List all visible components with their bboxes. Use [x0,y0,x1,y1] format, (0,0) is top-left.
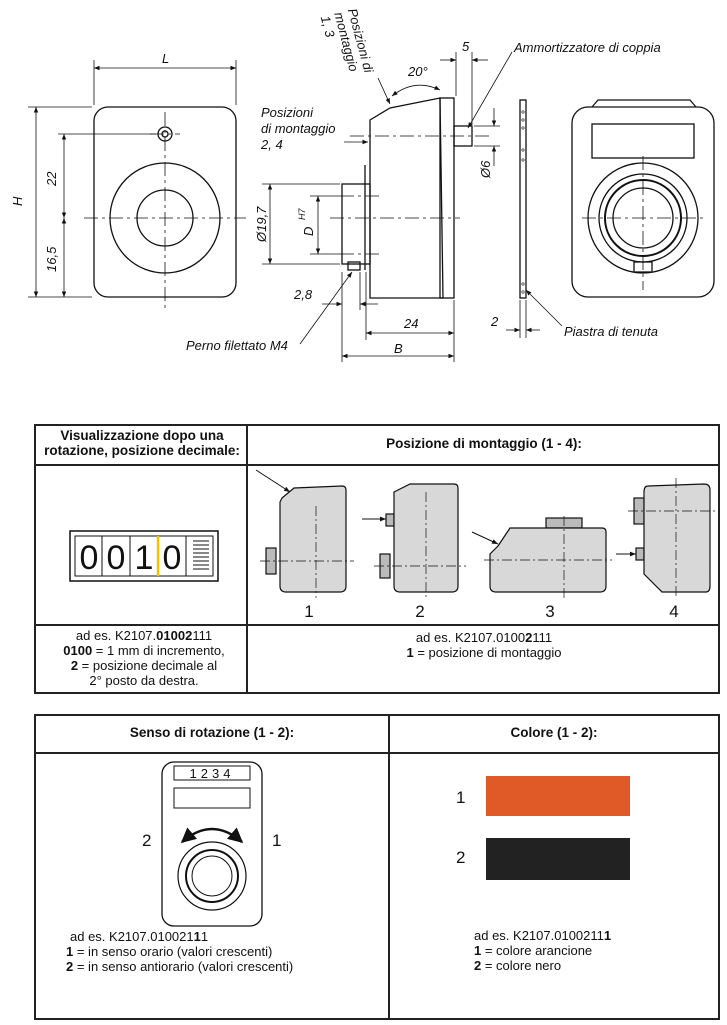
color-header: Colore (1 - 2): [510,725,598,740]
label-H: H [10,196,25,206]
position-4-shape [616,483,711,593]
display-header: Visualizzazione dopo una rotazione, posi… [44,428,240,458]
rotation-note: ad es. K2107.01002111 1 = in senso orari… [66,929,294,974]
posizioni-24-line1: Posizioni [261,105,314,120]
front-view-with-display [571,99,715,298]
dim-16-5: 16,5 [44,246,59,272]
counter-digit-4: 0 [163,539,182,577]
color-num-2: 2 [456,848,466,867]
angle-20: 20° [407,64,428,79]
dim-2: 2 [490,314,499,329]
label-L: L [162,51,169,66]
perno-label: Perno filettato M4 [186,338,288,353]
front-view [28,60,246,312]
position-2-shape [362,483,459,593]
position-3-shape [471,517,607,593]
table-rotation-color: Senso di rotazione (1 - 2): Colore (1 - … [34,714,720,1020]
dim-22: 22 [44,171,59,187]
position-label-4: 4 [669,602,678,621]
display-note: ad es. K2107.01002111 0100 = 1 mm di inc… [63,628,225,688]
counter-digit-1: 0 [80,539,99,577]
dial-digits: 1234 [190,766,235,781]
dim-6: Ø6 [478,160,493,179]
dim-D: D [301,227,316,236]
posizioni-24-line3: 2, 4 [260,137,283,152]
dim-D-tolerance: H7 [297,208,307,220]
position-label-1: 1 [304,602,313,621]
swatch-orange [486,776,630,816]
color-num-1: 1 [456,788,466,807]
counter-display: 0 0 1 0 [69,530,219,582]
piastra-label: Piastra di tenuta [564,324,658,339]
side-view [262,51,513,362]
swatch-black [486,838,630,880]
dim-19-7: Ø19,7 [254,206,269,243]
counter-digit-3: 1 [135,539,154,577]
direction-1-label: 1 [272,831,281,850]
mounting-header: Posizione di montaggio (1 - 4): [386,436,582,451]
dim-2-8: 2,8 [293,287,313,302]
dim-5: 5 [462,39,470,54]
color-note: ad es. K2107.01002111 1 = colore arancio… [474,928,612,973]
table-display-mounting: Visualizzazione dopo una rotazione, posi… [34,424,720,694]
position-label-3: 3 [545,602,554,621]
mounting-note: ad es. K2107.01002111 1 = posizione di m… [406,630,562,660]
dim-24: 24 [403,316,418,331]
dim-B: B [394,341,403,356]
counter-digit-2: 0 [107,539,126,577]
posizioni-13-line3: 1, 3 [318,14,338,40]
position-1-shape [255,469,347,593]
posizioni-24-line2: di montaggio [261,121,335,136]
rotation-diagram: 1234 2 1 [142,761,281,927]
rotation-header: Senso di rotazione (1 - 2): [129,725,295,740]
position-label-2: 2 [415,602,424,621]
direction-2-label: 2 [142,831,151,850]
technical-drawing: L H 22 16,5 Posizioni di montaggio 1, 3 … [10,7,715,362]
ammortizzatore-label: Ammortizzatore di coppia [513,40,661,55]
mounting-positions: 1 2 3 4 [255,469,716,621]
seal-plate [506,99,563,338]
